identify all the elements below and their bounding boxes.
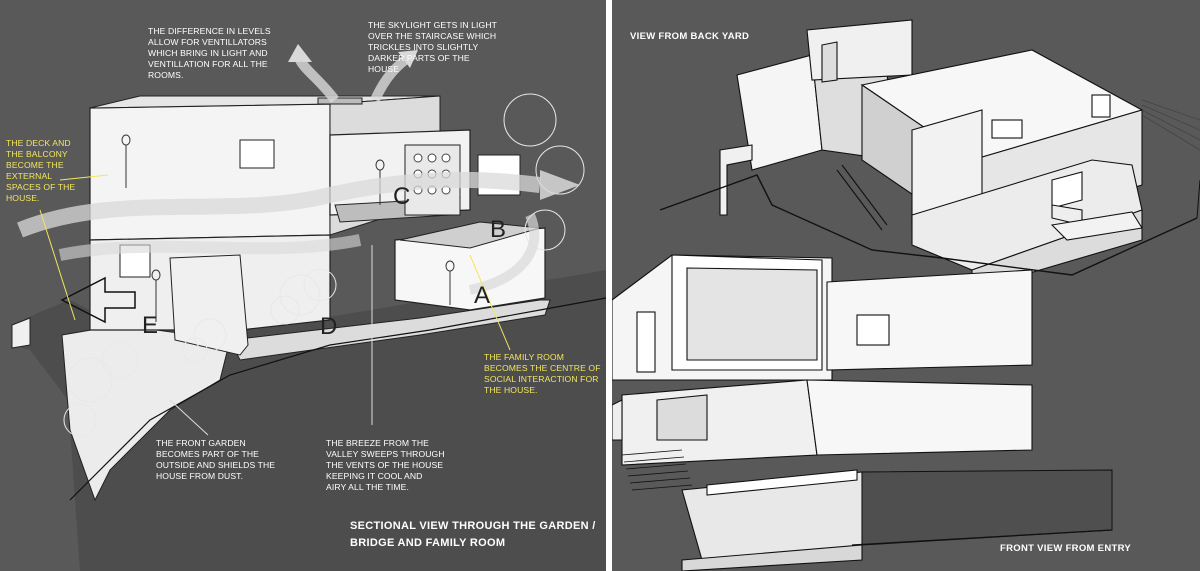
note-deck-balcony: THE DECK AND THE BALCONY BECOME THE EXTE… (6, 138, 76, 203)
airflow-arrowhead-right (540, 170, 580, 200)
label-c: C (393, 183, 411, 210)
sectional-caption: SECTIONAL VIEW THROUGH THE GARDEN / BRID… (350, 520, 596, 549)
skylight-opening (317, 97, 363, 105)
sectional-view-panel: THE DIFFERENCE IN LEVELS ALLOW FOR VENTI… (0, 0, 606, 571)
note-breeze: THE BREEZE FROM THE VALLEY SWEEPS THROUG… (326, 438, 445, 492)
back-yard-model (719, 19, 1144, 291)
airflow-arrow-lower (58, 234, 362, 261)
human-figures (121, 134, 455, 322)
label-a: A (474, 282, 491, 309)
family-room-floor (399, 221, 541, 249)
entry-caption: FRONT VIEW FROM ENTRY (1000, 543, 1132, 554)
airflow-arrowhead-skylight (398, 50, 418, 68)
back-yard-rays (1141, 99, 1200, 151)
leader-lines (39, 174, 511, 436)
label-e: E (142, 312, 159, 339)
deck-stub (11, 317, 31, 349)
airflow-arrow-up (295, 57, 339, 104)
airflow-arrow-main (17, 171, 541, 238)
garden-wall (169, 254, 249, 356)
sectional-drawing (11, 44, 606, 571)
ground-slab (229, 299, 551, 361)
entry-model (612, 254, 1033, 571)
back-yard-caption: VIEW FROM BACK YARD (630, 31, 750, 42)
entry-ground (851, 529, 1113, 546)
note-ventilators: THE DIFFERENCE IN LEVELS ALLOW FOR VENTI… (148, 26, 271, 80)
label-d: D (320, 313, 338, 340)
views-panel: VIEW FROM BACK YARD FRONT VIEW FROM ENTR… (612, 0, 1200, 571)
airflow-arrow-skylight (370, 56, 409, 103)
entry-stairs (621, 449, 693, 491)
note-family-room: THE FAMILY ROOM BECOMES THE CENTRE OF SO… (484, 352, 601, 395)
note-front-garden: THE FRONT GARDEN BECOMES PART OF THE OUT… (156, 438, 276, 481)
upper-window (239, 139, 275, 169)
note-skylight: THE SKYLIGHT GETS IN LIGHT OVER THE STAI… (368, 20, 497, 74)
terrain-line (69, 297, 606, 501)
views-drawing (612, 19, 1200, 571)
airflow-arrowhead-up (288, 44, 312, 62)
entry-driveway (861, 469, 1113, 546)
label-b: B (490, 216, 507, 243)
vegetation (63, 93, 585, 437)
entry-arrow (60, 276, 136, 324)
back-yard-ground (659, 174, 1198, 276)
airflow-arrow-family-room (468, 213, 540, 295)
